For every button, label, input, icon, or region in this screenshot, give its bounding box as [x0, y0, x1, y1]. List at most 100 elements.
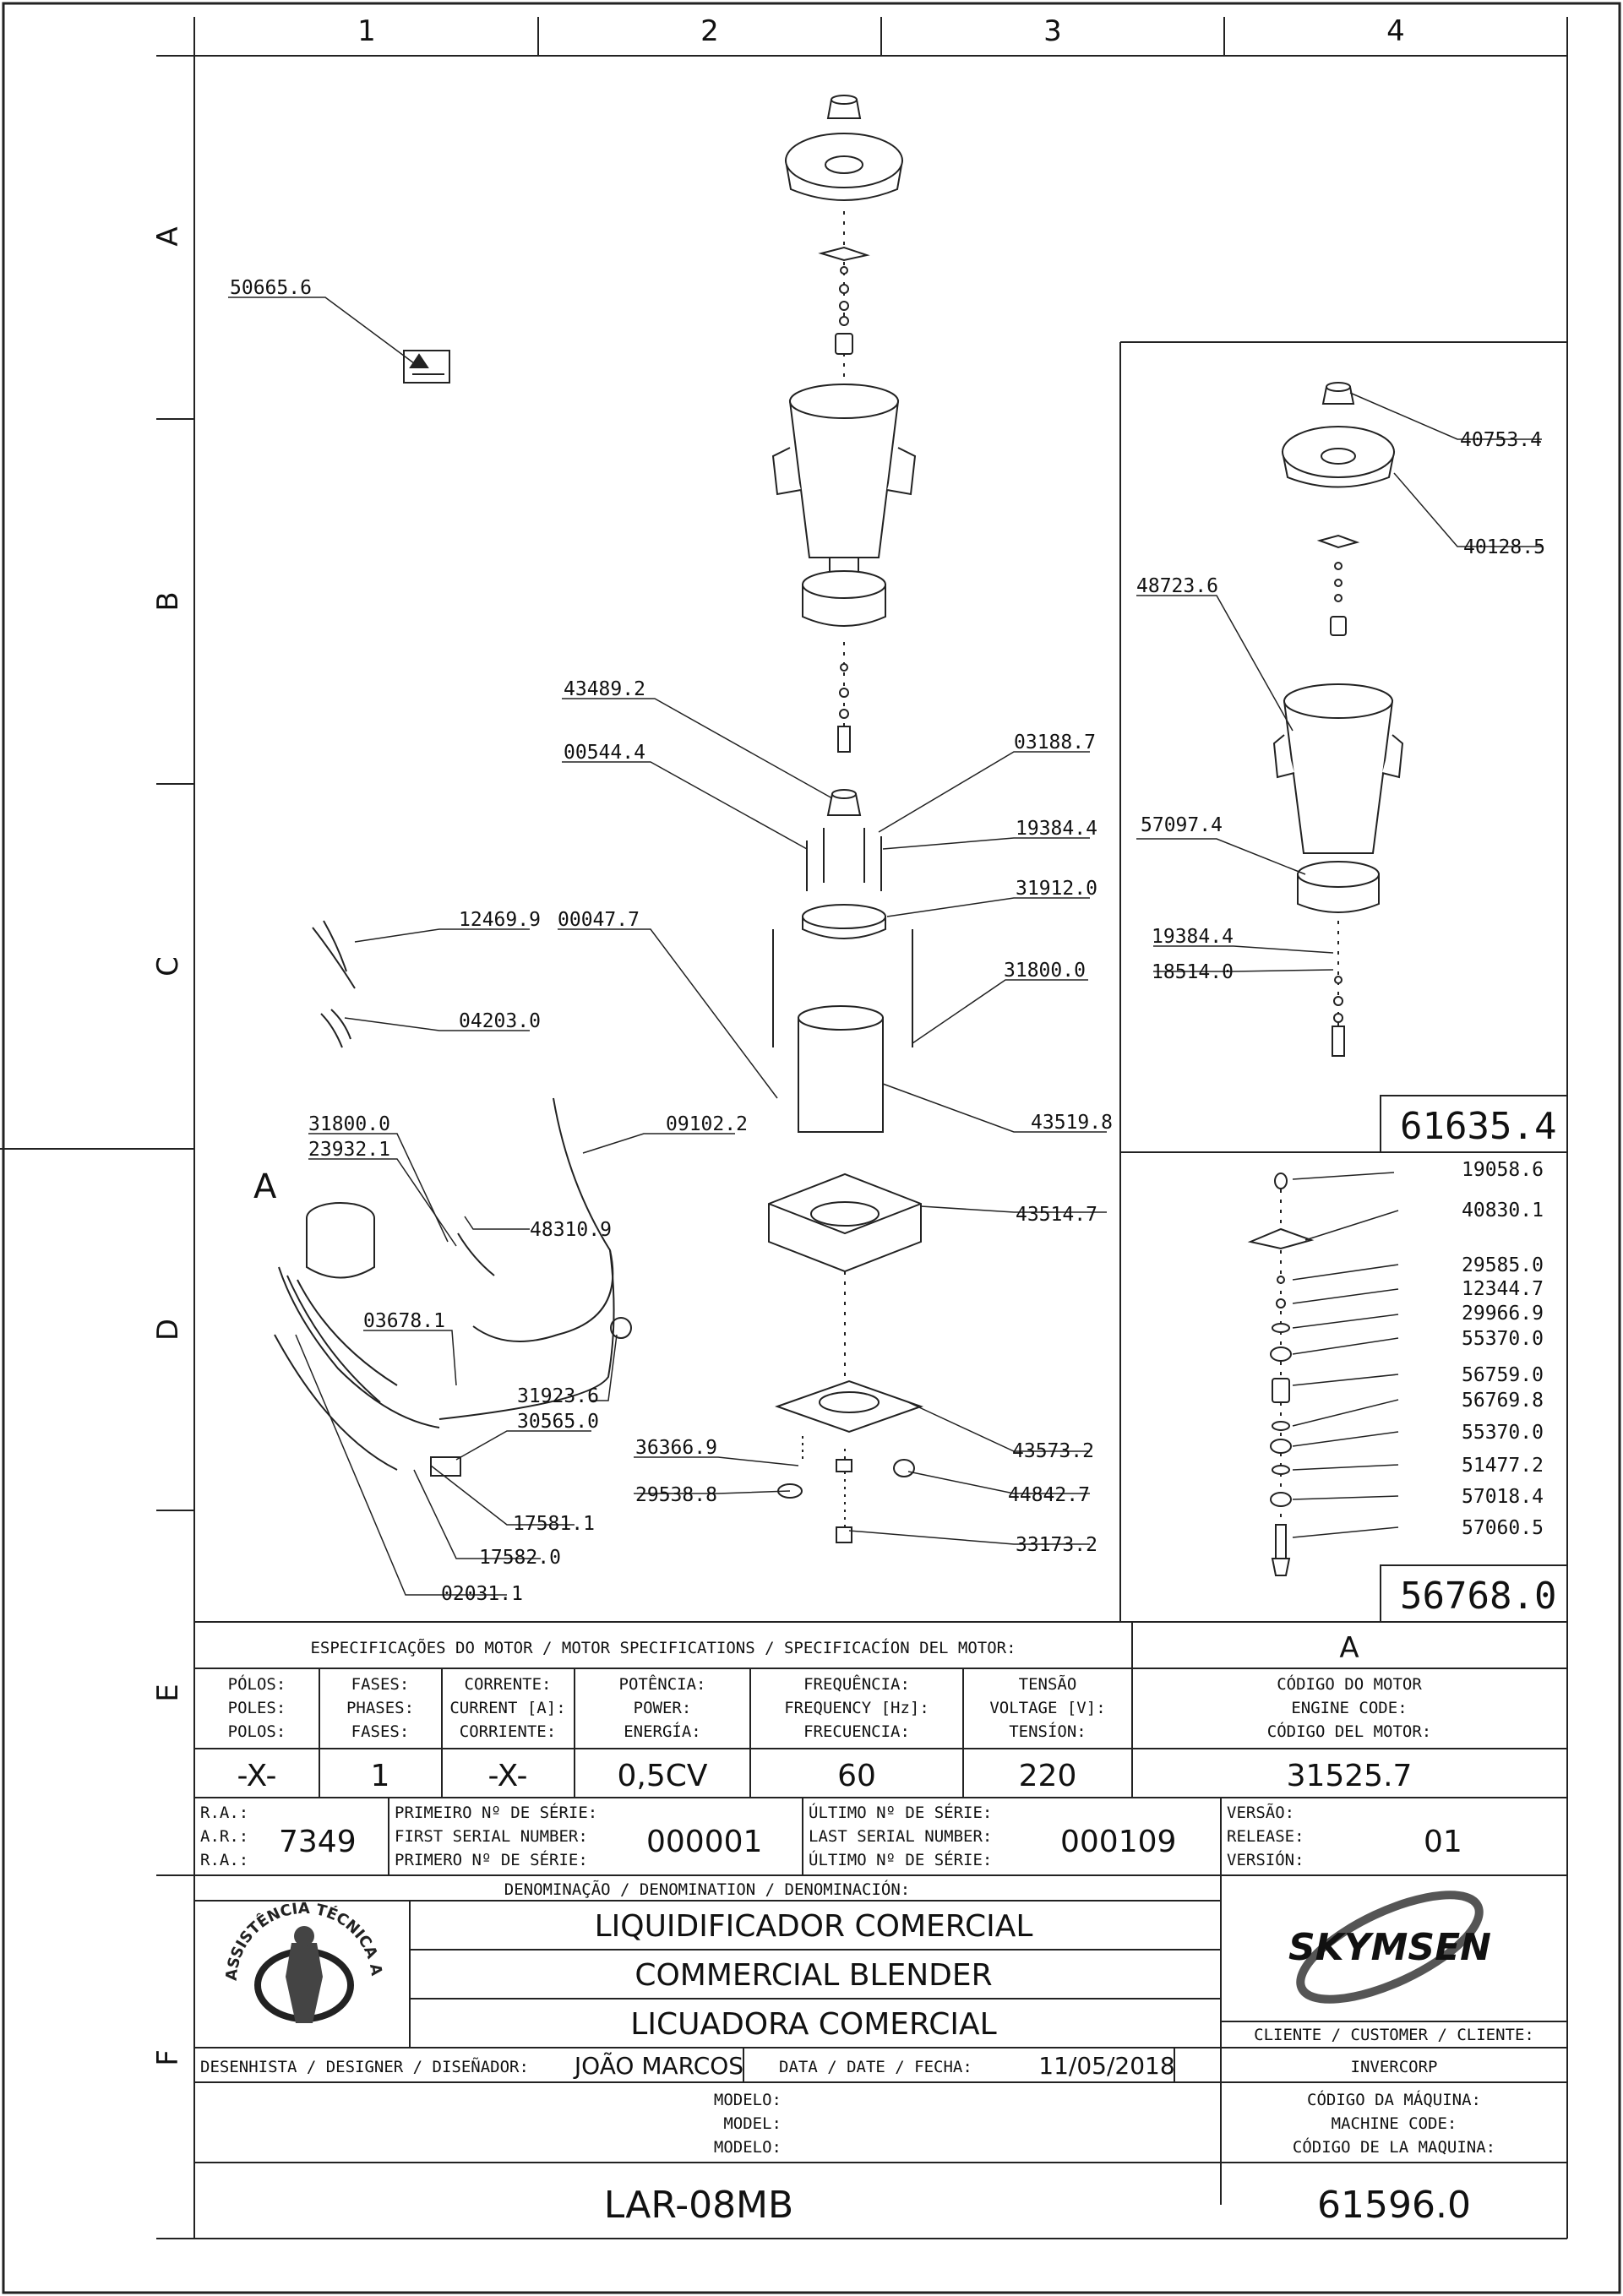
grid-frame [0, 17, 1568, 2239]
spec-title: ESPECIFICAÇÕES DO MOTOR / MOTOR SPECIFIC… [310, 1638, 1016, 1657]
warning-sticker [403, 350, 450, 384]
part-label-09102-2: 09102.2 [666, 1113, 748, 1135]
date-value: 11/05/2018 [1038, 2052, 1174, 2080]
part-label-31923-6: 31923.6 [517, 1385, 599, 1407]
spec-current-l1: CORRENTE: [465, 1675, 552, 1694]
spec-phases-l3: FASES: [351, 1722, 410, 1741]
stamp-text: ASSISTÊNCIA TÉCNICA AUTORIZADA [0, 0, 385, 1982]
date-label: DATA / DATE / FECHA: [779, 2058, 972, 2076]
serial-first-value: 000001 [646, 1825, 762, 1859]
customer-label: CLIENTE / CUSTOMER / CLIENTE: [1254, 2026, 1534, 2044]
part-label-50665-6: 50665.6 [230, 277, 312, 299]
spec-current-l2: CURRENT [A]: [449, 1699, 565, 1717]
part-label-56769-8: 56769.8 [1462, 1390, 1544, 1412]
grid-row-c: C [151, 956, 185, 977]
serial-last-l3: ÚLTIMO Nº DE SÉRIE: [809, 1849, 992, 1869]
part-label-31912-0: 31912.0 [1016, 878, 1097, 900]
spec-poles-l2: POLES: [228, 1699, 286, 1717]
spec-power-value: 0,5CV [617, 1759, 707, 1793]
product-name-es: LICUADORA COMERCIAL [630, 2007, 996, 2042]
spec-power-l1: POTÊNCIA: [619, 1674, 706, 1694]
spec-power-l2: POWER: [634, 1699, 692, 1717]
spec-phases-l1: FASES: [351, 1675, 410, 1694]
part-label-57097-4: 57097.4 [1141, 814, 1223, 836]
skymsen-logo: SKYMSEN [1288, 1891, 1491, 2004]
part-label-03188-7: 03188.7 [1014, 732, 1096, 754]
part-label-55370-0: 55370.0 [1462, 1328, 1544, 1350]
part-label-36366-9: 36366.9 [635, 1437, 717, 1459]
part-label-02031-1: 02031.1 [441, 1583, 523, 1605]
spec-frequency-l1: FREQUÊNCIA: [803, 1674, 910, 1694]
part-label-40128-5: 40128.5 [1463, 536, 1545, 558]
serial-ra-value: 7349 [279, 1825, 357, 1859]
spec-phases-l2: PHASES: [346, 1699, 414, 1717]
part-label-56759-0: 56759.0 [1462, 1364, 1544, 1386]
product-name-pt: LIQUIDIFICADOR COMERCIAL [595, 1909, 1033, 1944]
serial-last-l1: ÚLTIMO Nº DE SÉRIE: [809, 1802, 992, 1822]
spec-frequency-l2: FREQUENCY [Hz]: [784, 1699, 929, 1717]
part-label-51477-2: 51477.2 [1462, 1455, 1544, 1477]
spec-power-l3: ENERGÍA: [624, 1722, 701, 1741]
machine-code-value: 61596.0 [1317, 2184, 1471, 2227]
part-label-17582-0: 17582.0 [479, 1547, 561, 1569]
spec-poles-l3: POLOS: [228, 1722, 286, 1741]
spec-voltage-value: 220 [1019, 1759, 1077, 1793]
spec-voltage-l1: TENSÃO [1019, 1674, 1077, 1694]
part-label-55370-0-b: 55370.0 [1462, 1422, 1544, 1444]
customer-value: INVERCORP [1351, 2058, 1438, 2076]
part-label-00544-4: 00544.4 [564, 742, 645, 764]
kit-61635-drawing [1272, 382, 1404, 1057]
part-label-18514-0: 18514.0 [1152, 961, 1234, 983]
model-label-l2: MODEL: [723, 2114, 782, 2133]
part-label-43573-2: 43573.2 [1012, 1440, 1094, 1462]
part-label-03678-1: 03678.1 [363, 1310, 445, 1332]
svg-text:ASSISTÊNCIA TÉCNICA AUTORIZADA: ASSISTÊNCIA TÉCNICA AUTORIZADA [0, 0, 385, 1982]
spec-poles-value: -X- [237, 1759, 276, 1793]
model-value: LAR-08MB [604, 2184, 793, 2227]
part-label-48310-9: 48310.9 [530, 1219, 612, 1241]
part-label-19384-4-b: 19384.4 [1152, 926, 1234, 948]
part-label-44842-7: 44842.7 [1008, 1484, 1090, 1506]
spec-poles-l1: PÓLOS: [228, 1673, 286, 1694]
part-label-00047-7: 00047.7 [558, 909, 640, 931]
part-label-31800-0-b: 31800.0 [308, 1113, 390, 1135]
brand-name: SKYMSEN [1288, 1926, 1491, 1969]
part-label-19058-6: 19058.6 [1462, 1159, 1544, 1181]
part-label-43519-8: 43519.8 [1031, 1112, 1113, 1134]
grid-row-f: F [151, 2049, 185, 2066]
grid-row-d: D [151, 1319, 185, 1341]
model-label-l1: MODELO: [714, 2091, 782, 2109]
grid-row-e: E [151, 1684, 185, 1701]
part-label-12344-7: 12344.7 [1462, 1278, 1544, 1300]
part-label-23932-1: 23932.1 [308, 1139, 390, 1161]
part-label-40753-4: 40753.4 [1460, 429, 1542, 451]
main-exploded-view [768, 95, 924, 1543]
machine-code-label-l1: CÓDIGO DA MÁQUINA: [1307, 2089, 1481, 2109]
leader-lines [228, 297, 1542, 1596]
part-label-43489-2: 43489.2 [564, 678, 645, 700]
part-label-29585-0: 29585.0 [1462, 1254, 1544, 1276]
machine-code-label-l2: MACHINE CODE: [1332, 2114, 1457, 2133]
kit-56768-drawing [1247, 1172, 1315, 1576]
part-label-31800-0: 31800.0 [1004, 960, 1086, 982]
spec-table-lines [194, 1621, 1567, 2205]
wiring-parts [274, 920, 632, 1477]
detail-box-frames [1119, 341, 1568, 1623]
machine-code-label-l3: CÓDIGO DE LA MAQUINA: [1293, 2136, 1495, 2157]
spec-frequency-l3: FRECUENCIA: [803, 1722, 910, 1741]
grid-row-b: B [151, 591, 185, 611]
part-label-17581-1: 17581.1 [513, 1513, 595, 1535]
kit-code-61635-4: 61635.4 [1400, 1105, 1556, 1148]
authorized-service-stamp: ASSISTÊNCIA TÉCNICA AUTORIZADA [0, 0, 385, 2023]
serial-version-value: 01 [1424, 1825, 1462, 1859]
product-name-en: COMMERCIAL BLENDER [634, 1958, 992, 1993]
part-label-29966-9: 29966.9 [1462, 1303, 1544, 1325]
serial-ra-l2: A.R.: [200, 1827, 248, 1846]
spec-frequency-value: 60 [837, 1759, 876, 1793]
spec-current-value: -X- [487, 1759, 527, 1793]
part-label-12469-9: 12469.9 [459, 909, 541, 931]
serial-last-l2: LAST SERIAL NUMBER: [809, 1827, 992, 1846]
spec-engine-code-value: 31525.7 [1287, 1759, 1413, 1793]
denomination-label: DENOMINAÇÃO / DENOMINATION / DENOMINACIÓ… [504, 1879, 910, 1899]
designer-label: DESENHISTA / DESIGNER / DISEÑADOR: [200, 2057, 529, 2076]
